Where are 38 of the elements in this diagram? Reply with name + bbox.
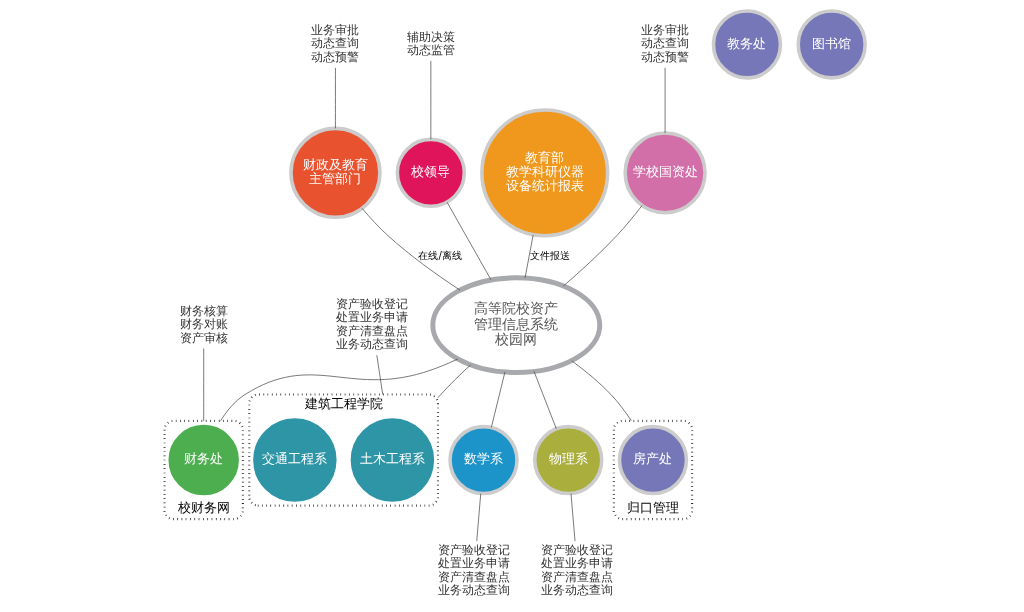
node-circle: 财务处 (168, 424, 239, 496)
node-circle: 交通工程系 (253, 418, 337, 502)
node-text: 资产验收登记 处置业务申请 资产清查盘点 业务动态查询 (336, 296, 409, 352)
connector (335, 67, 336, 129)
connector (533, 371, 557, 430)
node-circle: 房产处 (617, 424, 689, 496)
node-circle: 数学系 (448, 424, 519, 496)
connector (571, 360, 632, 422)
node-ellipse: 高等院校资产管理信息系统 校园网 (430, 275, 603, 375)
connector (491, 371, 506, 428)
node-circle: 校领导 (395, 137, 467, 209)
node-text: 资产验收登记 处置业务申请 资产清查盘点 业务动态查询 (438, 542, 511, 598)
connector (664, 67, 666, 134)
node-text: 业务审批 动态查询 动态预警 (641, 22, 690, 64)
node-text: 业务审批 动态查询 动态预警 (311, 22, 360, 64)
connector (203, 348, 205, 422)
node-text: 财务核算 财务对账 资产审核 (179, 303, 228, 345)
node-circle: 教育部 教学科研仪器设备统计报表 (480, 108, 610, 238)
connector (446, 201, 492, 281)
connector (524, 234, 534, 279)
connector (220, 358, 459, 422)
node-circle: 图书馆 (796, 9, 867, 80)
node-text: 辅助决策 动态监管 (406, 29, 455, 58)
node-circle: 财政及教育主管部门 (289, 126, 382, 220)
connector (563, 205, 643, 287)
node-circle: 教务处 (711, 9, 783, 80)
connector (476, 493, 482, 542)
node-circle: 学校国资处 (623, 131, 707, 215)
node-text: 资产验收登记 处置业务申请 资产清查盘点 业务动态查询 (541, 542, 614, 598)
connector (430, 60, 432, 140)
node-circle: 物理系 (533, 424, 604, 496)
connector (570, 493, 576, 542)
edge-label: 在线/离线 (418, 250, 462, 262)
edge-label: 文件报送 (529, 250, 570, 262)
connector (361, 207, 461, 291)
connector (376, 354, 384, 395)
connector (437, 364, 471, 399)
node-circle: 土木工程系 (350, 418, 435, 502)
